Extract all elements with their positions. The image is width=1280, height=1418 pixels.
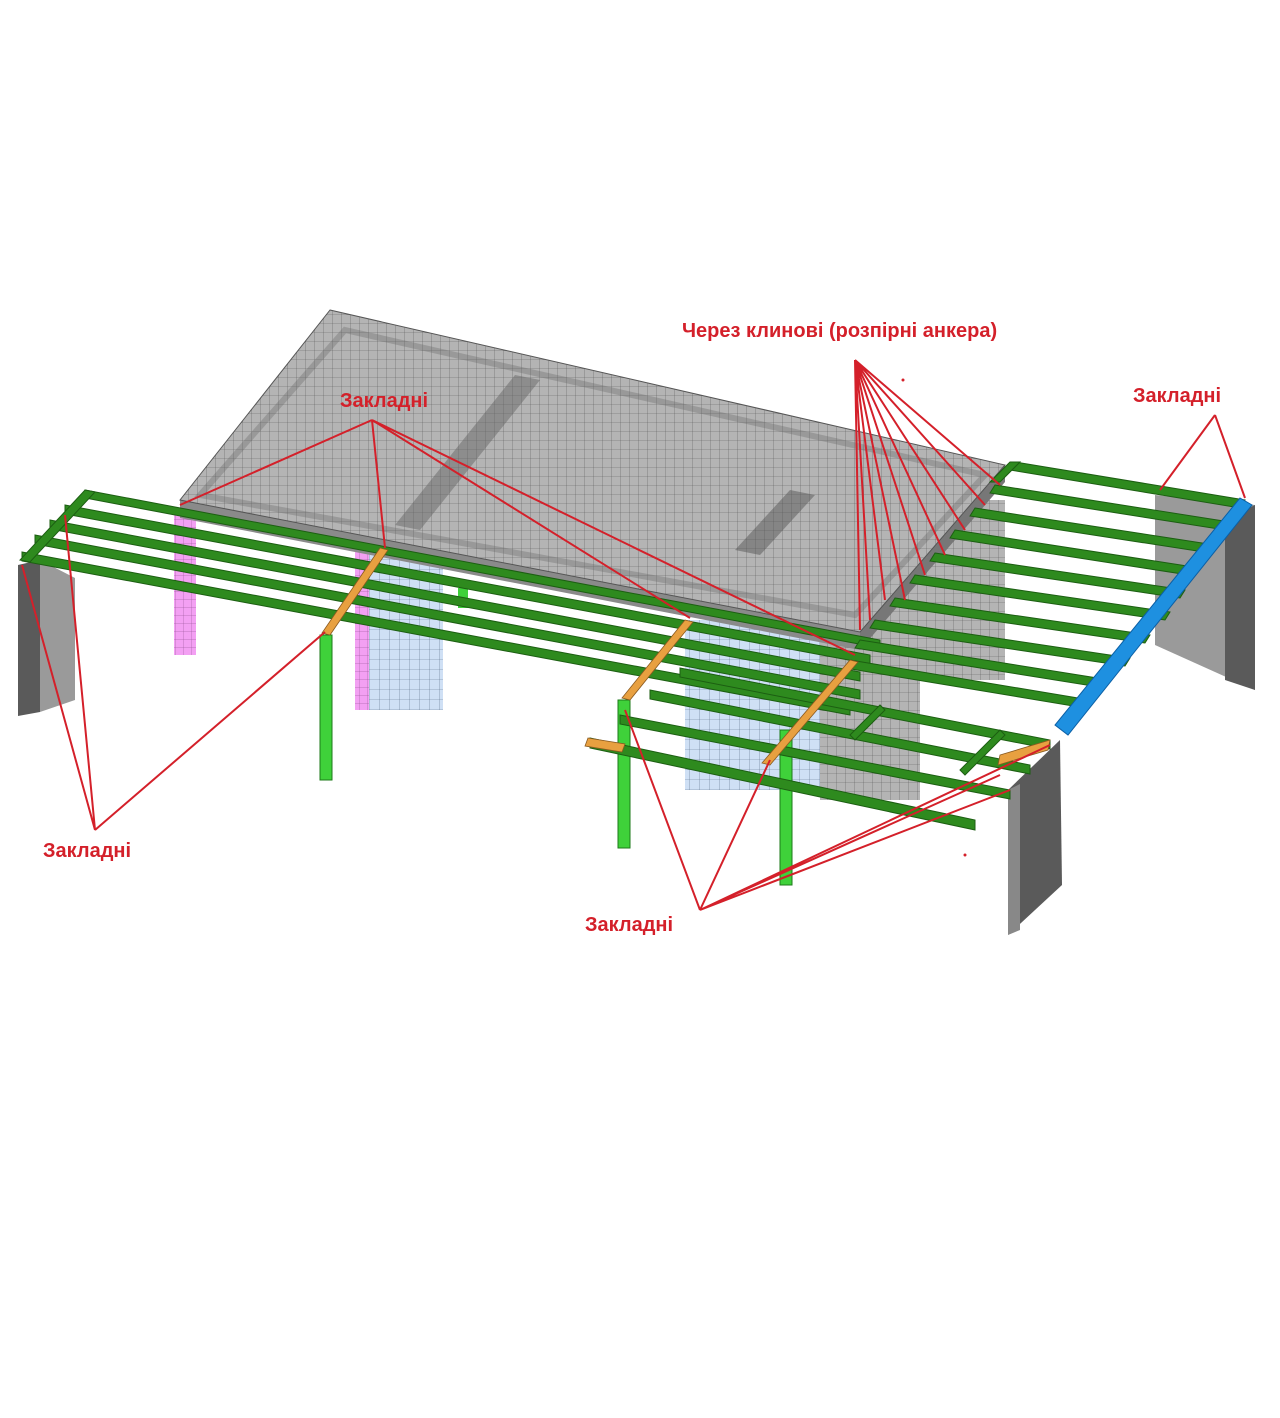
green-post [617,699,631,849]
annotation-embedded-top: Закладні [340,390,429,412]
annotation-embedded-left: Закладні [43,840,132,862]
blue-steel-beam [1054,497,1253,736]
right-beam-group [844,461,1246,709]
annotation-embedded-right: Закладні [1133,385,1222,407]
left-wall [18,560,75,716]
right-front-wall [1008,740,1062,935]
front-beam-group [589,667,1051,831]
embedded-plates [321,547,1051,766]
green-post [319,634,333,781]
concrete-slab [179,309,1006,650]
annotation-embedded-bottom: Закладні [585,914,674,936]
green-post [779,729,793,886]
annotation-leaders [21,359,1246,911]
annotation-anchors: Через клинові (розпірні анкера) [682,320,998,342]
